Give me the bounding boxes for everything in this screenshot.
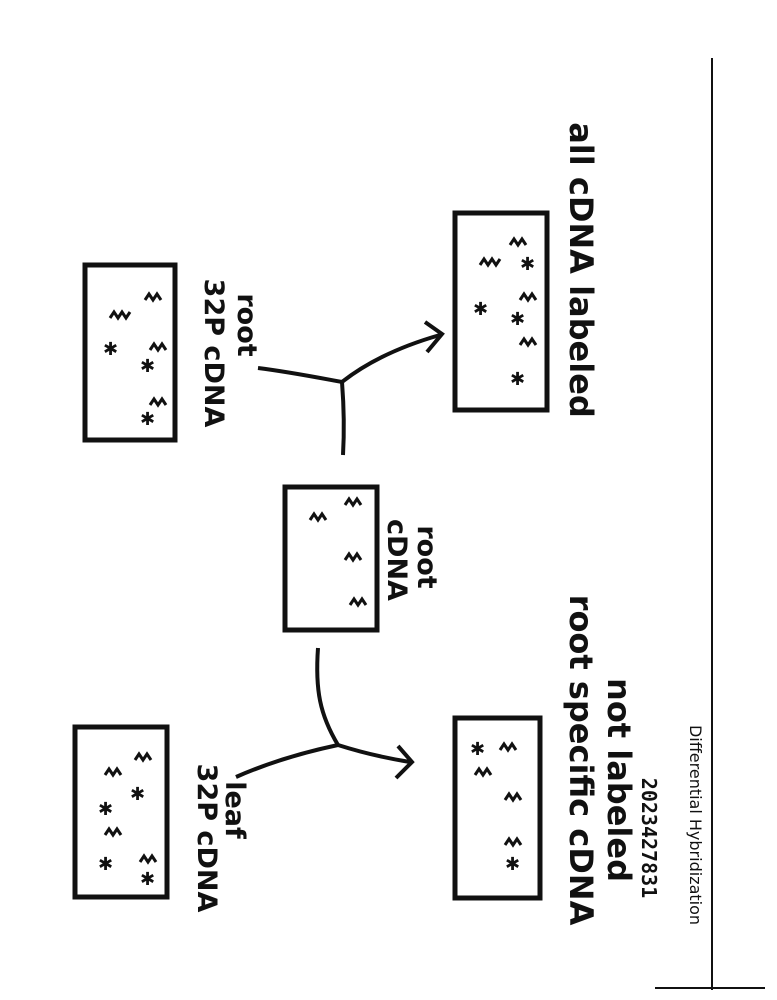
root-probe-label-line1: 32P cDNA <box>198 279 229 428</box>
all-labeled-molecule-2 <box>508 236 528 248</box>
root-probe-box: ✱ ✱ ✱ <box>82 262 178 443</box>
leaf-probe-star: ✱ <box>98 799 113 820</box>
leaf-probe-molecule-2 <box>133 751 153 763</box>
leaf-probe-molecule-4 <box>138 853 158 865</box>
leaf-probe-star-2: ✱ <box>130 784 145 805</box>
root-probe-star-2: ✱ <box>140 356 155 377</box>
all-labeled-molecule-1 <box>478 256 502 268</box>
all-labeled-star: ✱ <box>473 299 488 320</box>
cdna-root-label-line1: cDNA <box>381 519 412 601</box>
cdna-root-molecule-3 <box>343 551 363 563</box>
root-specific-molecule-3 <box>503 791 523 803</box>
leaf-probe-star-3: ✱ <box>98 854 113 875</box>
result-root-specific-caption-line2: not labeled <box>600 678 638 882</box>
cdna-root-molecule-1 <box>308 511 328 523</box>
leaf-probe-label-line2: leaf <box>219 781 250 839</box>
root-probe-molecule-2 <box>143 291 163 303</box>
all-labeled-molecule-4 <box>518 336 538 348</box>
leaf-probe-molecule-3 <box>103 826 123 838</box>
all-labeled-star-4: ✱ <box>520 254 535 275</box>
root-specific-molecule-1 <box>473 766 493 778</box>
root-probe-molecule-3 <box>148 341 168 353</box>
root-probe-label-line2: root <box>231 293 262 356</box>
root-specific-molecule-4 <box>503 836 523 848</box>
result-all-caption: all cDNA labeled <box>562 122 600 418</box>
root-specific-star-2: ✱ <box>505 854 520 875</box>
result-all-labeled-box: ✱ ✱ ✱ ✱ <box>452 210 550 413</box>
root-specific-molecule-2 <box>498 741 518 753</box>
root-probe-star: ✱ <box>103 339 118 360</box>
document-id: 2023427831 <box>637 778 661 898</box>
all-labeled-star-3: ✱ <box>510 369 525 390</box>
leaf-probe-star-4: ✱ <box>140 869 155 890</box>
result-root-specific-box: ✱ ✱ <box>452 715 543 901</box>
root-specific-star: ✱ <box>470 739 485 760</box>
root-probe-molecule-4 <box>148 396 168 408</box>
leaf-probe-molecule-1 <box>103 766 123 778</box>
root-probe-star-3: ✱ <box>140 409 155 430</box>
cdna-root-molecule-2 <box>343 496 363 508</box>
root-probe-molecule-1 <box>108 309 132 321</box>
all-labeled-star-2: ✱ <box>510 309 525 330</box>
result-root-specific-caption-line1: root specific cDNA <box>562 595 600 926</box>
cdna-root-label-line2: root <box>411 525 442 588</box>
leaf-probe-box: ✱ ✱ ✱ ✱ <box>72 724 170 900</box>
arrow-to-root-specific <box>235 647 415 780</box>
all-labeled-molecule-3 <box>518 291 538 303</box>
cdna-root-box <box>282 484 380 633</box>
arrow-to-all-labeled <box>257 320 445 456</box>
leaf-probe-label-line1: 32P cDNA <box>191 764 222 913</box>
cdna-root-molecule-4 <box>348 596 368 608</box>
diagram-title: Differential Hybridization <box>686 725 705 925</box>
